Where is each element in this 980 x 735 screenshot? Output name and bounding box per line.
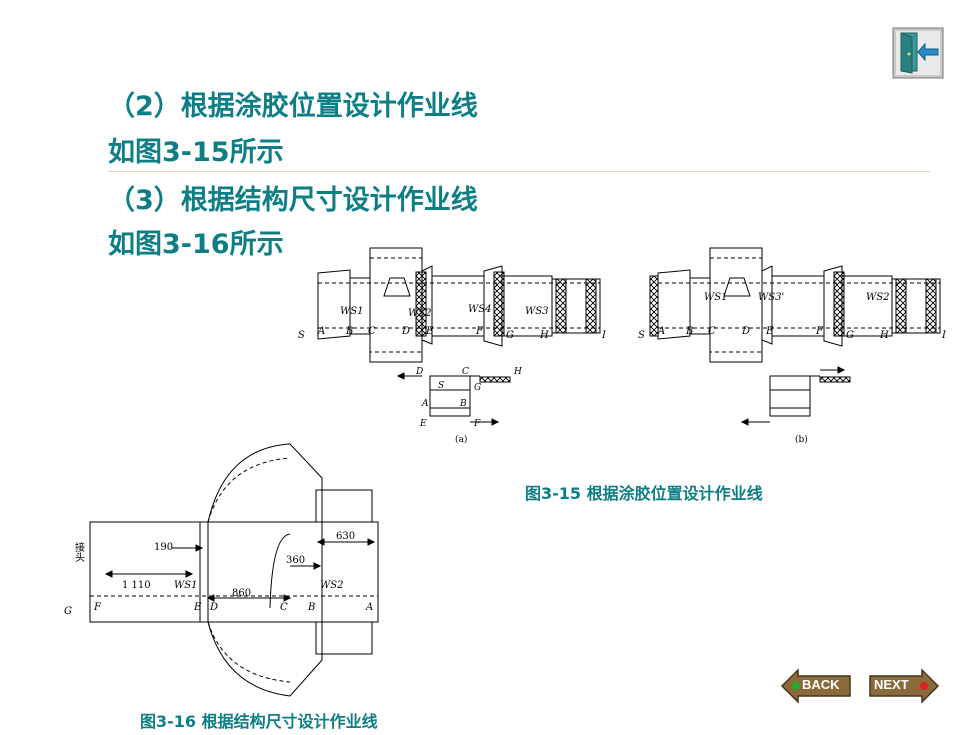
fig15a-label-ws4: WS4 [468,304,492,315]
fig16-dim: 190 [154,542,173,553]
fig15a-label-ws1: WS1 [340,306,364,317]
fig15b-letter: B [685,326,693,337]
fig15b-letter: S [638,330,645,341]
fig15a-schematic-letter: C [462,367,469,377]
fig16-dim: 1 110 [122,580,151,591]
fig16-letter: D [209,602,218,613]
figure-reference-3-15: 如图3-15所示 [108,137,284,168]
exit-door-icon [892,27,944,79]
figure-reference-3-16: 如图3-16所示 [108,229,284,260]
back-button[interactable]: BACK [780,666,854,706]
next-arrow-icon [869,668,940,704]
figure-3-16: 接头 190 1 110 860 360 630 WS1 WS2 G F E D… [64,443,379,697]
fig15b-label-ws3: WS3' [758,292,784,303]
fig16-letter: G [64,606,72,617]
fig15a-letter: G [506,330,514,341]
fig15b-letter: C [708,326,716,337]
fig16-letter: A [365,602,373,613]
figure-3-15-panel-b [649,247,941,426]
fig16-dim: 360 [286,555,305,566]
title-divider [108,171,930,172]
next-button[interactable]: NEXT [866,666,940,706]
fig15a-schematic-letter: B [459,399,467,409]
fig15b-letter: F [815,326,824,337]
fig15a-subcaption: (a) [455,434,467,445]
fig16-dim: 630 [336,531,355,542]
fig15a-schematic-letter: E [419,419,427,429]
figure-3-15: WS1 WS2 WS4 WS3 S A B C D E F G H I D C … [298,247,947,445]
fig15a-schematic-letter: A [421,399,429,409]
fig15a-letter: I [601,330,607,341]
fig15a-label-ws3: WS3 [525,306,549,317]
fig15b-letter: H [879,330,889,341]
fig15a-letter: F [475,326,484,337]
exit-button[interactable] [892,27,944,79]
fig15a-letter: S [298,330,305,341]
fig15b-letter: D [741,326,750,337]
fig15a-schematic-letter: G [474,383,481,393]
fig15a-letter: E [425,326,434,337]
fig15a-letter: D [401,326,410,337]
fig16-letter: E [193,602,202,613]
fig16-dim: 860 [232,588,251,599]
fig15b-letter: E [765,326,774,337]
fig15a-label-ws2: WS2 [408,308,432,319]
fig15b-subcaption: (b) [795,434,808,445]
next-button-label: NEXT [874,677,909,692]
fig15b-letter: A [657,326,665,337]
fig15a-letter: A [317,326,325,337]
fig15a-letter: C [368,326,376,337]
heading-step-3: （3）根据结构尺寸设计作业线 [108,185,478,216]
fig15a-schematic-letter: S [438,381,444,391]
fig15a-schematic-letter: D [415,367,423,377]
figure-3-15-schematic-a [396,372,511,426]
figure-3-15-panel-a [317,247,601,363]
fig16-joint-label: 接头 [73,541,85,563]
heading-step-2: （2）根据涂胶位置设计作业线 [108,91,478,122]
back-arrow-icon [780,668,851,704]
fig15b-label-ws2: WS2 [866,292,890,303]
fig16-letter: C [280,602,288,613]
fig16-letter: F [93,602,102,613]
fig16-label-ws2: WS2 [320,580,344,591]
caption-figure-3-15: 图3-15 根据涂胶位置设计作业线 [525,484,763,503]
fig15a-schematic-letter: H [513,367,522,377]
caption-figure-3-16: 图3-16 根据结构尺寸设计作业线 [140,712,378,731]
fig15a-letter: B [345,326,353,337]
fig15b-letter: G [846,330,854,341]
fig16-label-ws1: WS1 [174,580,198,591]
fig15b-label-ws1: WS1 [704,292,728,303]
fig15a-letter: H [539,330,549,341]
fig15b-letter: I [941,330,947,341]
fig16-letter: B [307,602,315,613]
back-button-label: BACK [802,677,840,692]
fig15a-schematic-letter: F [473,419,481,429]
